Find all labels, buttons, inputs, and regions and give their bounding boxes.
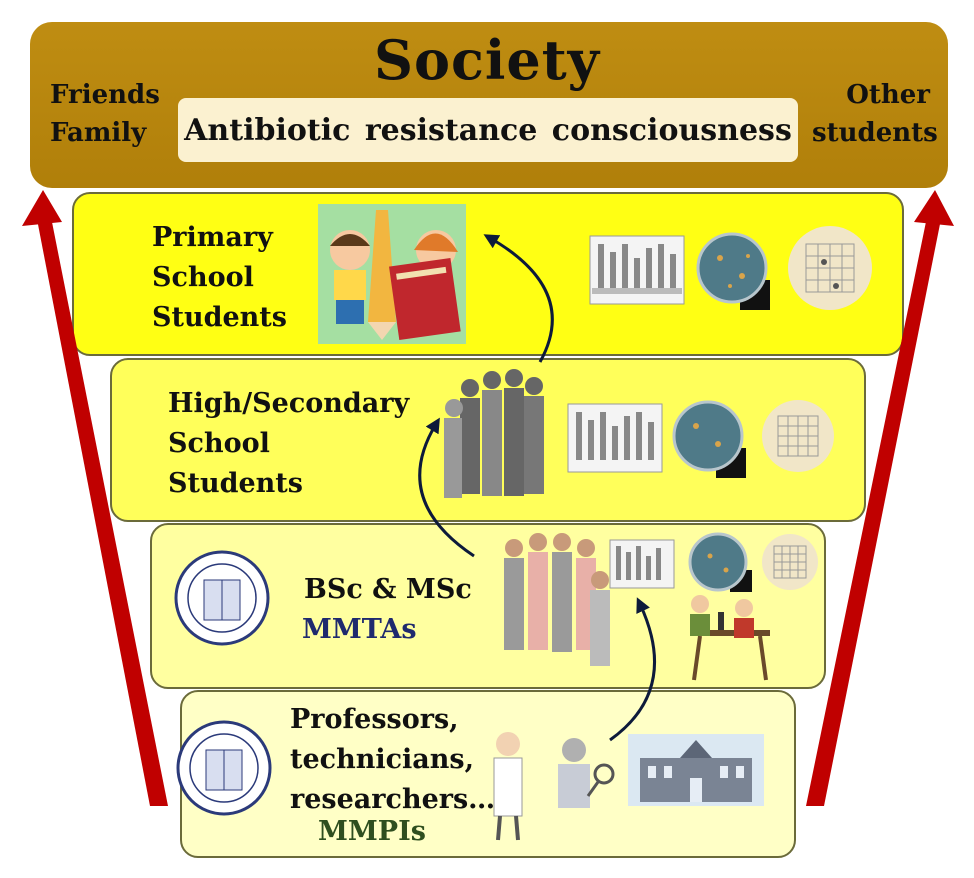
primary-line-3: Students xyxy=(152,302,287,333)
society-title: Society xyxy=(373,28,601,92)
test-tube-rack-icon xyxy=(609,539,675,589)
secondary-line-2: School xyxy=(168,428,270,459)
petri-dish-icon xyxy=(696,232,770,310)
primary-line-2: School xyxy=(152,262,254,293)
secondary-line-1: High/Secondary xyxy=(168,388,410,419)
other-students-label: Other students xyxy=(812,76,938,152)
friends-family-label: Friends Family xyxy=(50,76,160,152)
mmpis-label: MMPIs xyxy=(318,816,426,847)
student-group-icon xyxy=(444,369,544,498)
secondary-school-label: High/Secondary School Students xyxy=(168,384,409,504)
primary-line-1: Primary xyxy=(152,222,273,253)
test-tube-rack-icon xyxy=(589,235,685,305)
consciousness-box: Antibiotic resistance consciousness xyxy=(178,98,798,162)
petri-dish-icon xyxy=(688,532,752,592)
university-students-icon xyxy=(504,533,610,666)
university-seal-icon xyxy=(176,720,272,816)
antibiogram-plate-icon xyxy=(762,400,834,472)
children-with-books-icon xyxy=(318,204,466,344)
bsc-msc-label: BSc & MSc xyxy=(304,574,472,605)
antibiogram-plate-icon xyxy=(762,534,818,590)
staff-line-3: researchers… xyxy=(290,784,496,815)
staff-label: Professors, technicians, researchers… xyxy=(290,700,495,820)
test-tube-rack-icon xyxy=(567,403,663,473)
family-text: Family xyxy=(50,118,147,148)
university-building-icon xyxy=(628,734,764,806)
university-seal-icon xyxy=(174,550,270,646)
petri-dish-icon xyxy=(672,400,746,478)
lab-workers-icon xyxy=(690,595,770,681)
secondary-line-3: Students xyxy=(168,468,303,499)
staff-line-2: technicians, xyxy=(290,744,475,775)
friends-text: Friends xyxy=(50,80,160,110)
staff-line-1: Professors, xyxy=(290,704,459,735)
antibiogram-plate-icon xyxy=(788,226,872,310)
right-red-arrow xyxy=(806,190,954,806)
curved-arrow-university-to-secondary xyxy=(418,417,475,558)
scientists-icon xyxy=(493,732,615,841)
students-text: students xyxy=(812,118,938,148)
primary-school-label: Primary School Students xyxy=(152,218,287,338)
left-red-arrow xyxy=(22,190,168,806)
curved-arrow-secondary-to-primary xyxy=(483,234,554,363)
mmtas-label: MMTAs xyxy=(302,614,417,645)
curved-arrow-staff-to-university xyxy=(609,597,656,742)
other-text: Other xyxy=(846,80,930,110)
consciousness-label: Antibiotic resistance consciousness xyxy=(184,112,792,148)
